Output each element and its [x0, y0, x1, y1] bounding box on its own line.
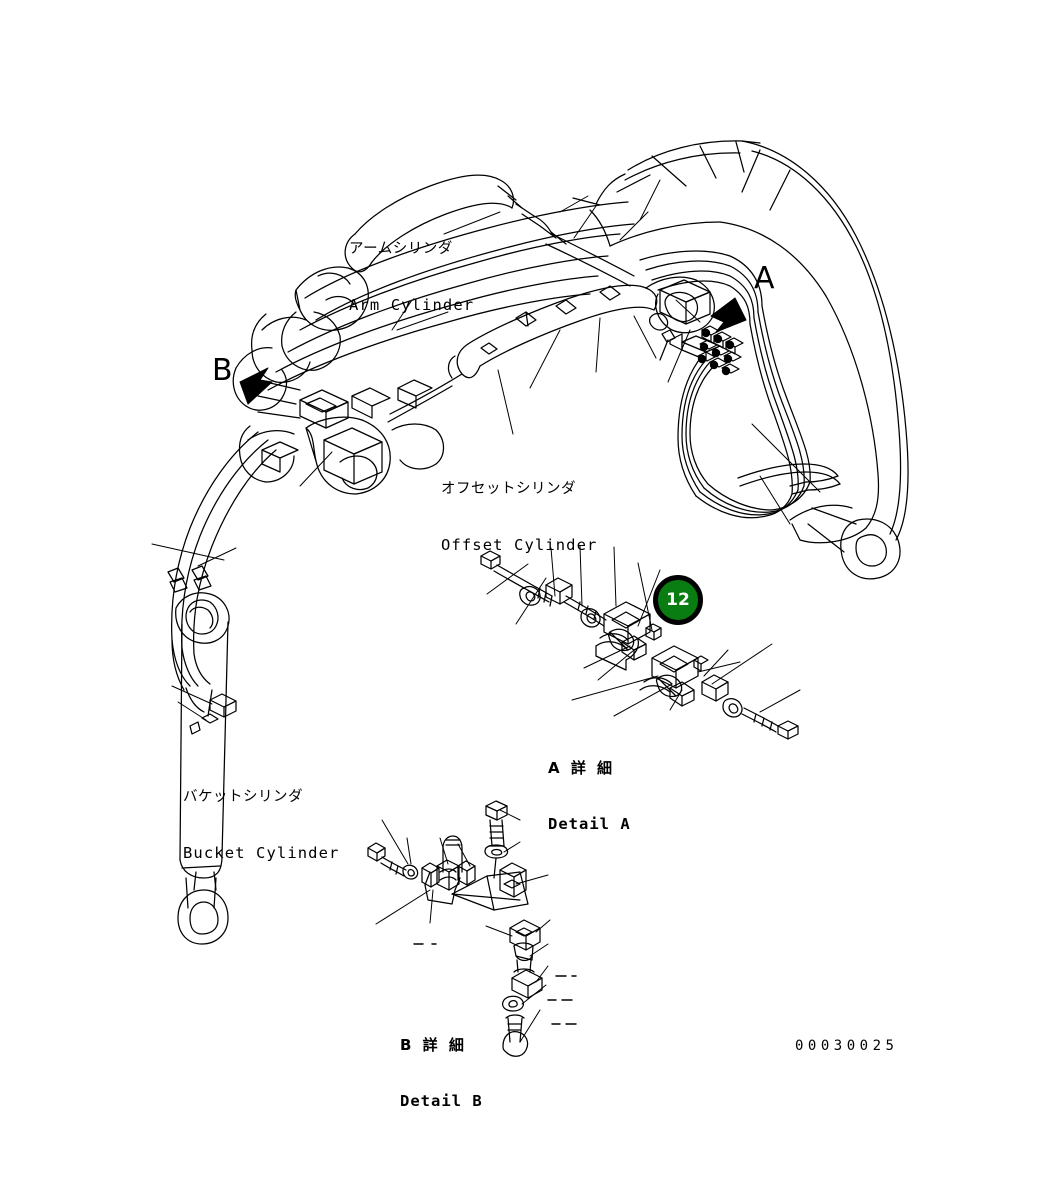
- label-arm-cylinder-jp: アームシリンダ: [349, 240, 453, 257]
- section-arrow-b: [239, 367, 273, 405]
- offset-joint-cluster: [232, 266, 445, 495]
- leader-lines-detail-a: [486, 545, 801, 717]
- drawing-number: 00030025: [795, 1038, 899, 1054]
- boom-head-bolts: [648, 312, 721, 361]
- label-bucket-cylinder-jp: バケットシリンダ: [183, 788, 303, 805]
- section-mark-b: B: [212, 356, 233, 386]
- label-arm-cylinder: アームシリンダ Arm Cylinder: [349, 203, 474, 352]
- manifold-bolt-heads: [697, 328, 735, 376]
- section-mark-b-letter: B: [212, 353, 233, 388]
- label-arm-cylinder-en: Arm Cylinder: [349, 295, 475, 314]
- bucket-cylinder: [167, 565, 237, 945]
- label-detail-b-jp: B 詳 細: [400, 1035, 467, 1054]
- leader-lines-detail-b: [375, 809, 551, 1043]
- label-detail-a: A 詳 細 Detail A: [548, 722, 631, 871]
- label-offset-cylinder: オフセットシリンダ Offset Cylinder: [441, 443, 597, 592]
- section-mark-a: A: [754, 264, 775, 294]
- section-mark-a-letter: A: [754, 261, 775, 296]
- label-offset-cylinder-en: Offset Cylinder: [441, 535, 598, 554]
- label-detail-b: B 詳 細 Detail B: [400, 999, 483, 1148]
- label-detail-a-jp: A 詳 細: [548, 758, 616, 777]
- hose-bundle: [171, 250, 841, 655]
- label-bucket-cylinder-en: Bucket Cylinder: [183, 843, 340, 862]
- section-arrow-a: [710, 297, 747, 333]
- label-bucket-cylinder: バケットシリンダ Bucket Cylinder: [183, 751, 339, 900]
- label-detail-a-en: Detail A: [548, 815, 631, 834]
- callout-badge-12[interactable]: 12: [653, 575, 703, 625]
- callout-badge-12-number: 12: [666, 590, 690, 610]
- arm-assembly: [267, 174, 658, 423]
- label-detail-b-en: Detail B: [400, 1092, 483, 1111]
- leader-lines-main: [151, 179, 821, 721]
- item-dash-marks: [413, 943, 577, 1025]
- label-offset-cylinder-jp: オフセットシリンダ: [441, 480, 576, 497]
- boom-assembly: [572, 140, 909, 580]
